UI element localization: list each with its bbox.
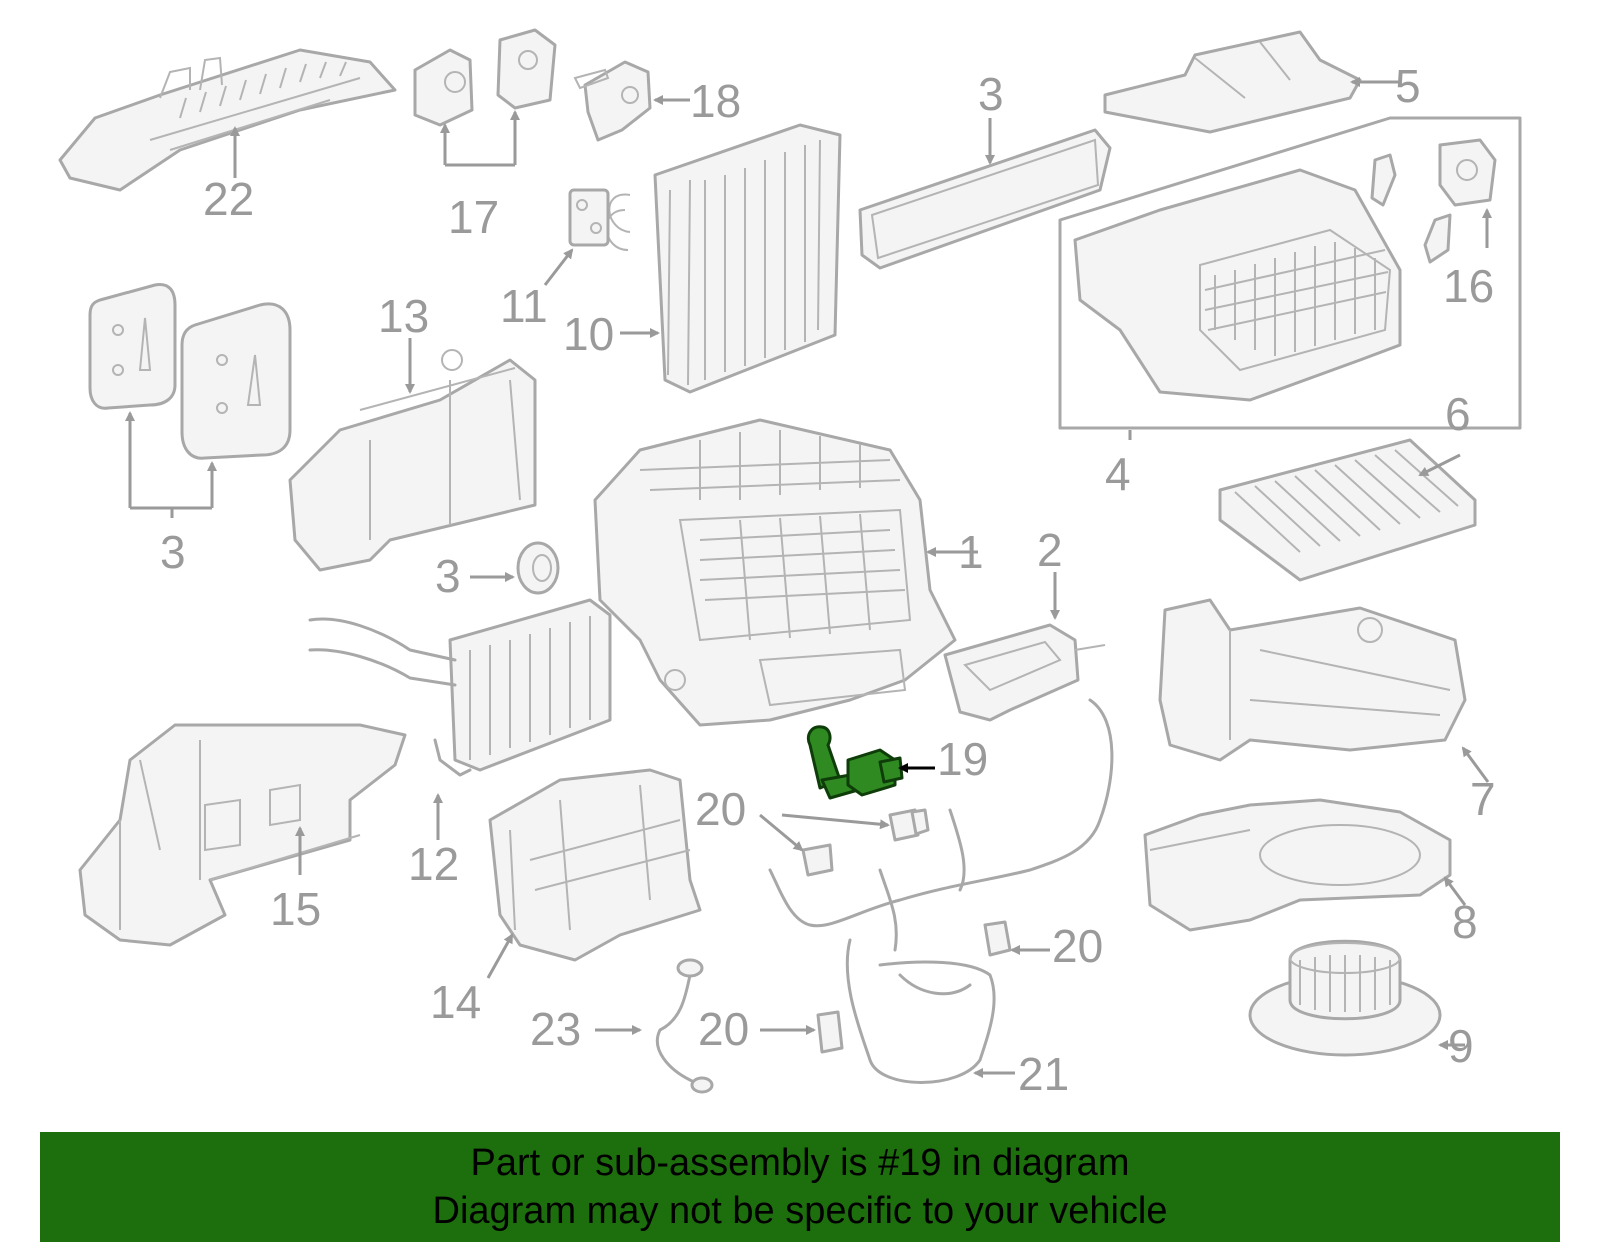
- callout-18: 18: [690, 75, 741, 127]
- callout-23: 23: [530, 1003, 581, 1055]
- callout-20-a: 20: [695, 783, 746, 835]
- info-banner: Part or sub-assembly is #19 in diagram D…: [40, 1132, 1560, 1242]
- callout-7: 7: [1470, 773, 1496, 825]
- callout-16: 16: [1443, 260, 1494, 312]
- callout-10: 10: [563, 308, 614, 360]
- part-21-wire-harness: [768, 698, 1114, 1084]
- part-12-heater-core: [308, 598, 612, 840]
- callout-6: 6: [1445, 388, 1471, 440]
- callout-13: 13: [378, 290, 429, 342]
- part-17-actuators: [413, 28, 557, 167]
- callout-11: 11: [500, 280, 548, 332]
- callout-14: 14: [430, 976, 481, 1028]
- callout-3-left: 3: [160, 526, 186, 578]
- parts-diagram: 22 17 18 3 5 11 10 16 13 6 4 3 3 1 2 19 …: [58, 28, 1522, 1100]
- part-20-sensor-a: [781, 808, 930, 842]
- callout-17: 17: [448, 191, 499, 243]
- part-7-lower-housing: [1158, 598, 1490, 783]
- callout-9: 9: [1448, 1020, 1474, 1072]
- part-3-seal-top: [858, 118, 1112, 270]
- part-2-control-module: [943, 572, 1106, 722]
- callout-4: 4: [1105, 448, 1131, 500]
- callout-5: 5: [1395, 60, 1421, 112]
- callout-1: 1: [958, 526, 984, 578]
- part-6-cabin-filter: [1218, 438, 1477, 582]
- part-3-seals-pair: [88, 282, 292, 518]
- part-13-side-panel: [288, 338, 537, 572]
- part-15-floor-duct: [78, 723, 407, 947]
- part-11-expansion-valve: [543, 188, 610, 286]
- callout-20-c: 20: [1052, 920, 1103, 972]
- part-23-drain-hose: [595, 958, 714, 1094]
- part-10-evaporator: [605, 123, 842, 394]
- callout-15: 15: [270, 883, 321, 935]
- part-8-blower-case: [1143, 798, 1467, 932]
- part-4-housing-assembly: [1058, 116, 1522, 440]
- part-22-defroster-duct: [58, 48, 397, 192]
- callout-20-d: 20: [698, 1003, 749, 1055]
- part-20-sensor-b: [759, 813, 834, 877]
- banner-line-1: Part or sub-assembly is #19 in diagram: [470, 1142, 1130, 1184]
- part-19-highlighted: [806, 725, 935, 800]
- callout-3-grommet: 3: [435, 550, 461, 602]
- callout-19: 19: [937, 733, 988, 785]
- part-9-blower-motor: [1248, 939, 1465, 1057]
- callout-2: 2: [1037, 524, 1063, 576]
- part-3-grommet: [470, 541, 560, 595]
- part-20-sensor-c: [983, 920, 1050, 957]
- banner-line-2: Diagram may not be specific to your vehi…: [432, 1190, 1168, 1232]
- callout-8: 8: [1452, 896, 1478, 948]
- callout-21: 21: [1018, 1048, 1069, 1100]
- part-14-housing-cover: [486, 768, 702, 979]
- callout-3-top: 3: [978, 68, 1004, 120]
- callout-22: 22: [203, 173, 254, 225]
- part-1-hvac-case: [593, 418, 978, 727]
- part-20-sensor-d: [760, 1010, 844, 1054]
- callout-12: 12: [408, 838, 459, 890]
- part-16-bracket-parts: [1370, 138, 1497, 264]
- part-5-cover: [1103, 30, 1400, 134]
- part-18-actuator: [573, 60, 690, 142]
